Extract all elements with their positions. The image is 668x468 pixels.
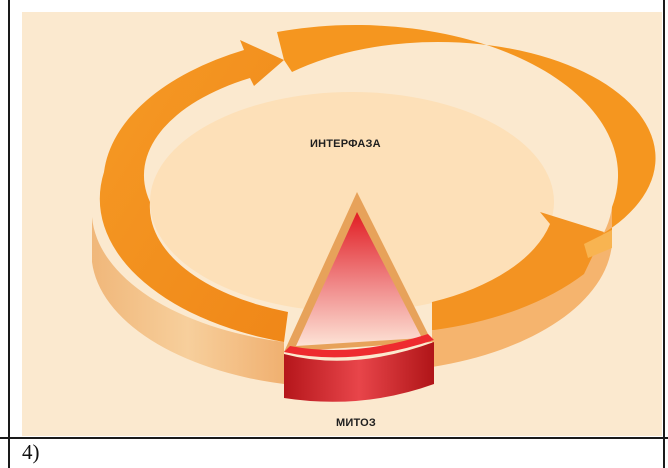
table-border-left <box>8 0 10 468</box>
table-border-bottom <box>0 437 668 439</box>
option-number: 4) <box>22 440 40 465</box>
cell-cycle-diagram: ИНТЕРФАЗА МИТОЗ <box>22 12 662 436</box>
cell-cycle-graphic <box>22 12 662 436</box>
interphase-label: ИНТЕРФАЗА <box>310 138 381 150</box>
table-border-right <box>663 0 665 468</box>
mitosis-label: МИТОЗ <box>336 417 376 429</box>
